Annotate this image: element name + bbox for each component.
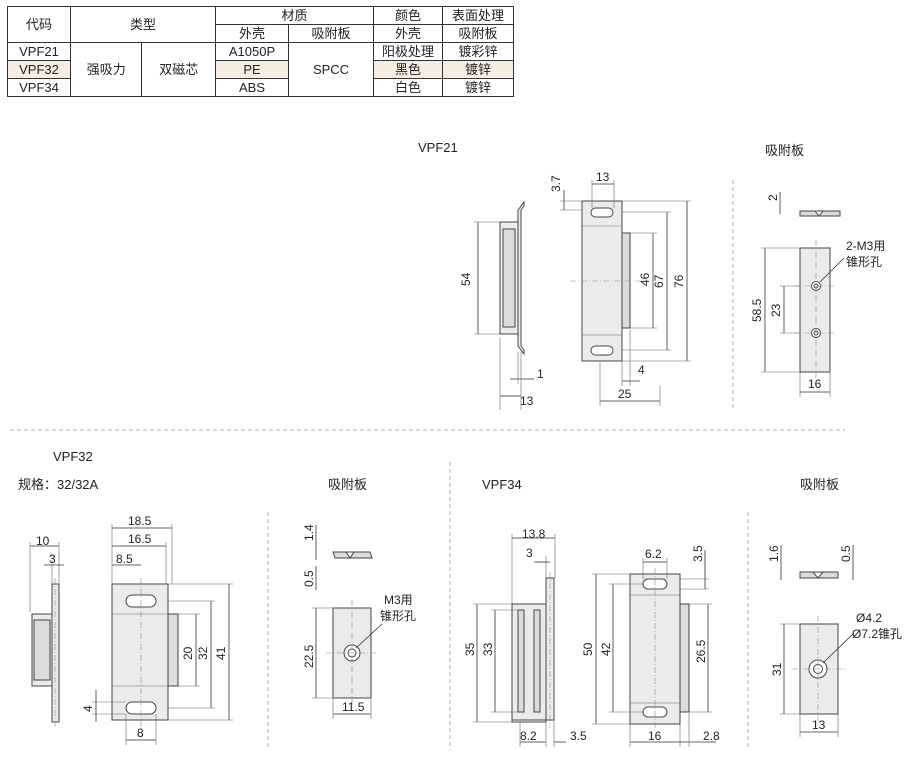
vpf32-title: VPF32 — [53, 449, 93, 464]
row-code: VPF34 — [7, 78, 71, 97]
type-col1: 强吸力 — [69, 42, 143, 97]
vpf32-dim-32: 32 — [196, 646, 210, 660]
row-color: 黑色 — [373, 60, 443, 79]
vpf34-plate-hole-note1: Ø4.2 — [856, 611, 882, 625]
row-code: VPF32 — [7, 60, 71, 79]
vpf21-plate-front — [795, 240, 836, 380]
vpf32-plate-hole-note2: 锥形孔 — [380, 609, 416, 623]
vpf34-dim-26-5: 26.5 — [694, 639, 708, 663]
vpf32-front-view — [111, 578, 179, 732]
vpf32-plate-side — [332, 551, 373, 559]
spec-table: 代码 类型 材质 颜色 表面处理 外壳 吸附板 外壳 吸附板 VPF21 强吸力… — [7, 6, 514, 97]
vpf32-plate-dim-22-5: 22.5 — [302, 644, 316, 668]
vpf32-dim-10: 10 — [36, 534, 50, 548]
vpf32-plate-title: 吸附板 — [328, 477, 367, 492]
table-row: VPF34 ABS 白色 镀锌 — [7, 78, 514, 97]
vpf32-side-view — [31, 578, 60, 728]
vpf32-dim-8: 8 — [137, 726, 144, 740]
row-color: 白色 — [373, 78, 443, 97]
vpf32-spec: 规格：32/32A — [18, 477, 99, 492]
vpf21-slot-top — [590, 207, 614, 218]
vpf21-dim-13-top: 13 — [596, 170, 610, 184]
vpf34-dim-3-5-front: 3.5 — [691, 545, 705, 562]
plate-material: SPCC — [288, 42, 374, 97]
vpf21-plate-side — [799, 210, 841, 217]
vpf21-title: VPF21 — [418, 140, 458, 155]
row-surface: 镀彩锌 — [442, 42, 514, 61]
table-row: VPF32 PE 黑色 镀锌 — [7, 60, 514, 79]
vpf32-plate-front — [326, 600, 378, 706]
header-code: 代码 — [7, 6, 71, 43]
header-type: 类型 — [70, 6, 216, 43]
vpf21-dim-3-7: 3.7 — [549, 175, 563, 192]
vpf21-dim-13-bottom: 13 — [520, 394, 534, 408]
row-shell: ABS — [215, 78, 289, 97]
vpf21-dim-4: 4 — [638, 363, 645, 377]
vpf21-dim-76: 76 — [672, 274, 686, 288]
row-code: VPF21 — [7, 42, 71, 61]
vpf34-plate-dim-31: 31 — [770, 662, 784, 676]
vpf21-dim-1: 1 — [537, 367, 544, 381]
vpf32-dim-16-5: 16.5 — [128, 532, 152, 546]
vpf21-dim-46: 46 — [638, 272, 652, 286]
type-col2: 双磁芯 — [141, 42, 216, 97]
vpf21-front-view — [570, 200, 640, 362]
vpf21-plate-dim-23: 23 — [769, 303, 783, 317]
vpf32-dim-4: 4 — [81, 705, 95, 712]
vpf21-slot-bottom — [590, 345, 614, 356]
table-row: VPF21 强吸力 双磁芯 A1050P SPCC 阳极处理 镀彩锌 — [7, 42, 514, 97]
row-shell: PE — [215, 60, 289, 79]
vpf32-dim-8-5: 8.5 — [116, 552, 133, 566]
vpf34-front-view — [629, 568, 690, 732]
vpf34-plate-dim-0-5: 0.5 — [839, 545, 853, 562]
vpf34-plate-front — [792, 616, 846, 722]
vpf34-dim-33: 33 — [481, 642, 495, 656]
vpf34-side-view — [511, 572, 555, 728]
header-surface: 表面处理 — [442, 6, 514, 25]
vpf34-dim-42: 42 — [599, 642, 613, 656]
header-color-shell: 外壳 — [373, 24, 443, 43]
vpf32-plate-dim-0-5: 0.5 — [302, 570, 316, 587]
vpf21-dim-25: 25 — [618, 387, 632, 401]
vpf32-dim-41: 41 — [214, 646, 228, 660]
vpf21-plate-hole-note1: 2-M3用 — [846, 239, 885, 253]
vpf34-title: VPF34 — [482, 477, 522, 492]
vpf21-dim-67: 67 — [652, 274, 666, 288]
vpf34-dim-8-2: 8.2 — [520, 729, 537, 743]
vpf21-plate-title: 吸附板 — [765, 143, 804, 158]
vpf21-plate-dim-58-5: 58.5 — [750, 298, 764, 322]
vpf32-dim-3: 3 — [49, 552, 56, 566]
vpf32-plate-hole-note1: M3用 — [384, 593, 413, 607]
vpf32-plate-dim-11-5: 11.5 — [342, 700, 365, 714]
vpf21-plate-dim-16: 16 — [808, 377, 822, 391]
vpf21-side-view — [499, 200, 525, 356]
vpf32-dim-20: 20 — [181, 646, 195, 660]
vpf34-plate-side — [799, 571, 839, 579]
vpf34-dim-16: 16 — [648, 729, 662, 743]
vpf21-dim-54: 54 — [459, 272, 473, 286]
vpf34-dim-50: 50 — [581, 642, 595, 656]
row-shell: A1050P — [215, 42, 289, 61]
vpf34-dim-3: 3 — [526, 546, 533, 560]
vpf21-plate-dim-2: 2 — [766, 194, 780, 201]
vpf34-plate-hole-note2: Ø7.2锥孔 — [852, 627, 902, 641]
vpf34-plate-dim-13: 13 — [812, 718, 826, 732]
vpf34-dim-3-5-side: 3.5 — [570, 729, 587, 743]
vpf34-dim-35: 35 — [463, 642, 477, 656]
vpf34-dim-6-2: 6.2 — [645, 547, 662, 561]
vpf34-dim-2-8: 2.8 — [703, 729, 720, 743]
row-surface: 镀锌 — [442, 78, 514, 97]
vpf34-plate-dim-1-6: 1.6 — [767, 545, 781, 562]
vpf34-dim-13-8: 13.8 — [522, 527, 546, 541]
vpf32-dim-18-5: 18.5 — [128, 514, 152, 528]
header-plate: 吸附板 — [288, 24, 374, 43]
vpf34-plate-title: 吸附板 — [800, 477, 839, 492]
vpf21-plate-hole-note2: 锥形孔 — [846, 255, 882, 269]
vpf32-plate-dim-1-4: 1.4 — [302, 524, 316, 541]
